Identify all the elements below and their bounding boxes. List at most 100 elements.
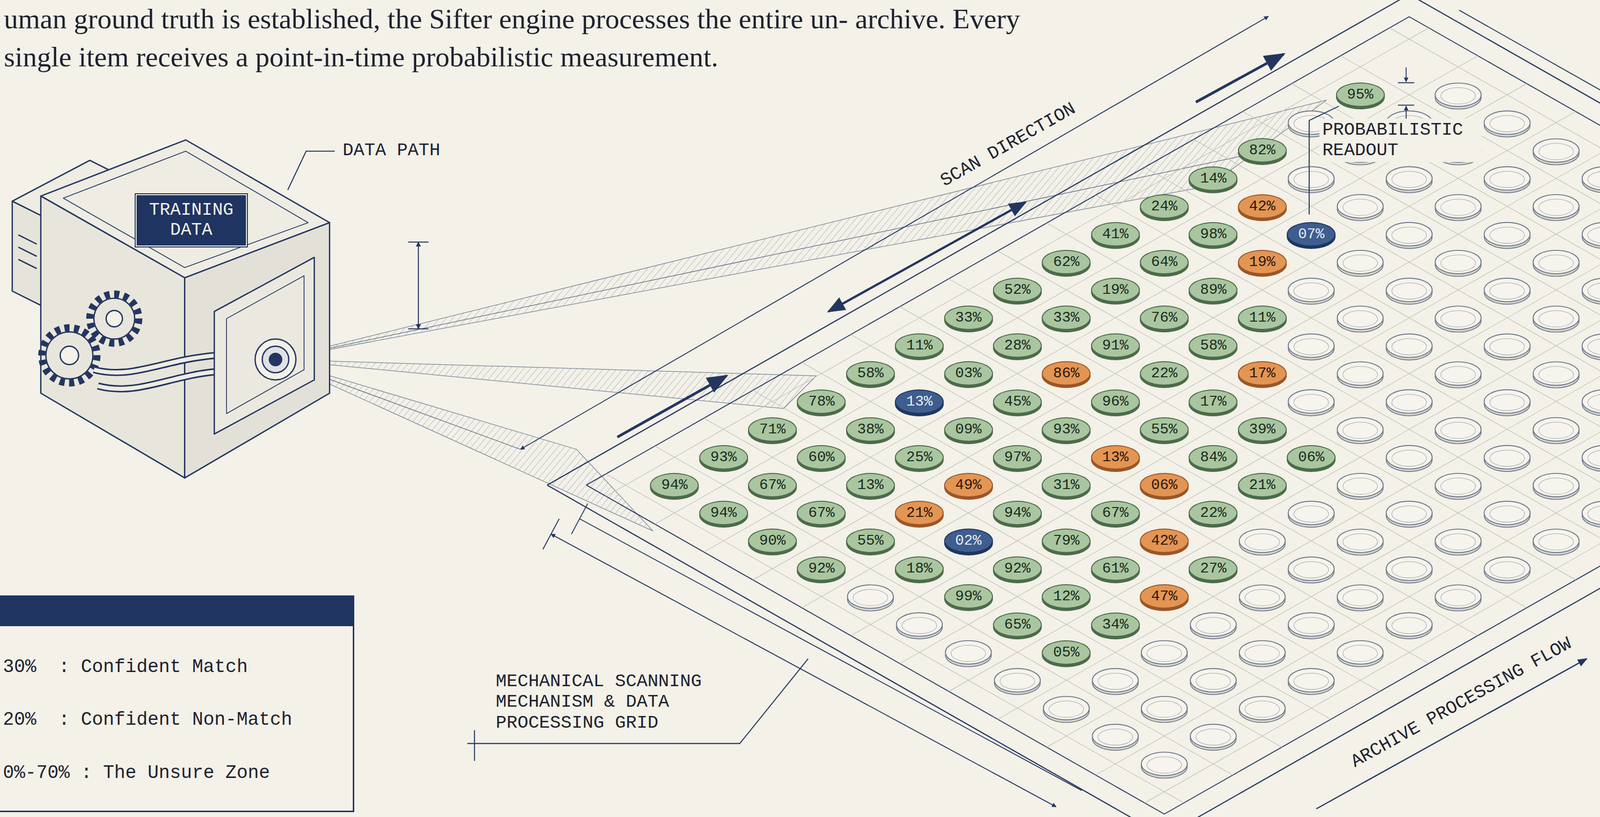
empty-slot bbox=[1484, 445, 1531, 472]
empty-slot bbox=[1386, 389, 1433, 416]
probability-value: 90% bbox=[759, 533, 786, 548]
empty-slot bbox=[1440, 477, 1476, 494]
legend-entry: 20% : Confident Non-Match bbox=[2, 709, 293, 730]
annotation-lines bbox=[1195, 54, 1284, 102]
probability-disc: 22% bbox=[1139, 361, 1189, 386]
empty-slot bbox=[1386, 278, 1433, 304]
empty-slot bbox=[1539, 143, 1574, 160]
empty-slot bbox=[1294, 617, 1329, 634]
empty-slot bbox=[1484, 222, 1531, 246]
probability-disc: 21% bbox=[1237, 472, 1287, 498]
empty-slot bbox=[1141, 640, 1188, 667]
probability-disc: 64% bbox=[1139, 249, 1189, 275]
empty-slot bbox=[1533, 417, 1580, 442]
empty-slot bbox=[1092, 724, 1139, 750]
empty-slot bbox=[1581, 222, 1600, 249]
probability-value: 99% bbox=[955, 588, 982, 604]
probability-disc: 55% bbox=[1139, 417, 1189, 442]
probability-disc: 41% bbox=[1091, 222, 1140, 247]
annotation-lines bbox=[1316, 658, 1587, 810]
empty-slot bbox=[1533, 473, 1580, 500]
probability-value: 25% bbox=[906, 449, 933, 465]
empty-slot bbox=[1342, 533, 1378, 550]
empty-slot bbox=[1342, 254, 1378, 271]
empty-slot bbox=[1386, 445, 1433, 469]
empty-slot bbox=[1288, 389, 1335, 413]
probability-disc: 34% bbox=[1091, 612, 1140, 637]
empty-slot bbox=[1337, 305, 1384, 332]
probability-disc: 09% bbox=[944, 417, 993, 442]
scanner-machine bbox=[93, 355, 217, 373]
empty-slot bbox=[1239, 528, 1286, 555]
probability-value: 13% bbox=[857, 477, 884, 493]
empty-slot bbox=[1484, 389, 1531, 416]
probability-value: 71% bbox=[759, 422, 786, 437]
empty-slot bbox=[852, 589, 888, 606]
probability-value: 67% bbox=[1102, 505, 1129, 521]
empty-slot bbox=[1288, 668, 1335, 692]
probability-disc: 67% bbox=[748, 472, 797, 498]
probability-value: 64% bbox=[1151, 254, 1178, 270]
probability-disc: 06% bbox=[1286, 445, 1336, 470]
empty-slot bbox=[1587, 394, 1600, 411]
annotation-lines bbox=[287, 151, 335, 191]
empty-slot bbox=[1190, 612, 1236, 637]
empty-slot bbox=[1288, 556, 1335, 583]
empty-slot bbox=[1440, 310, 1476, 327]
empty-slot bbox=[1294, 505, 1329, 522]
empty-slot bbox=[1386, 501, 1433, 527]
probability-disc: 38% bbox=[846, 417, 895, 442]
empty-slot bbox=[1435, 82, 1481, 109]
probability-disc: 06% bbox=[1139, 472, 1189, 498]
grid-line bbox=[948, 278, 1527, 608]
empty-slot bbox=[1581, 389, 1600, 416]
empty-slot bbox=[1435, 194, 1481, 221]
probability-disc: 98% bbox=[1188, 222, 1238, 247]
grid-line bbox=[654, 445, 1233, 775]
legend-entry: 0%-70% : The Unsure Zone bbox=[2, 762, 270, 784]
empty-slot bbox=[1288, 166, 1335, 190]
empty-slot bbox=[1489, 505, 1525, 522]
empty-slot bbox=[1386, 166, 1433, 190]
grid-line bbox=[997, 250, 1576, 580]
empty-slot bbox=[1440, 533, 1476, 550]
probability-disc: 89% bbox=[1188, 277, 1238, 303]
probability-disc: 31% bbox=[1041, 472, 1091, 498]
empty-slot bbox=[1288, 501, 1335, 525]
probability-disc: 13% bbox=[846, 472, 895, 498]
empty-slot bbox=[1337, 305, 1384, 330]
empty-slot bbox=[1435, 361, 1481, 388]
empty-slot bbox=[1342, 310, 1378, 327]
empty-slot bbox=[1539, 254, 1574, 271]
grid-line bbox=[704, 83, 1527, 552]
empty-slot bbox=[1195, 672, 1231, 689]
callout-label: MECHANICAL SCANNING MECHANISM & DATA PRO… bbox=[492, 669, 714, 735]
empty-slot bbox=[1141, 751, 1188, 776]
probability-value: 78% bbox=[808, 394, 835, 409]
empty-slot bbox=[847, 584, 894, 608]
empty-slot bbox=[1239, 696, 1286, 723]
empty-slot bbox=[1533, 361, 1580, 385]
scanner-machine bbox=[184, 222, 330, 478]
annotation-lines bbox=[473, 729, 475, 761]
probability-disc: 45% bbox=[992, 389, 1042, 414]
empty-slot bbox=[1294, 282, 1329, 299]
empty-slot bbox=[1587, 449, 1600, 466]
empty-slot bbox=[1190, 668, 1236, 695]
empty-slot bbox=[1386, 333, 1433, 358]
probability-disc: 05% bbox=[1041, 640, 1091, 665]
probability-value: 28% bbox=[1004, 338, 1031, 353]
grid-line bbox=[704, 418, 1282, 748]
empty-slot bbox=[1435, 528, 1481, 555]
grid-line bbox=[1095, 306, 1600, 775]
empty-slot bbox=[1195, 728, 1231, 745]
probability-value: 38% bbox=[857, 422, 884, 437]
empty-slot bbox=[1049, 700, 1084, 717]
probability-value: 03% bbox=[955, 365, 982, 381]
empty-slot bbox=[1539, 533, 1574, 550]
empty-slot bbox=[1484, 333, 1531, 358]
probability-disc: 96% bbox=[1091, 389, 1140, 414]
probability-value: 45% bbox=[1004, 394, 1031, 409]
probability-value: 97% bbox=[1004, 449, 1031, 465]
annotation-lines bbox=[1405, 106, 1407, 120]
